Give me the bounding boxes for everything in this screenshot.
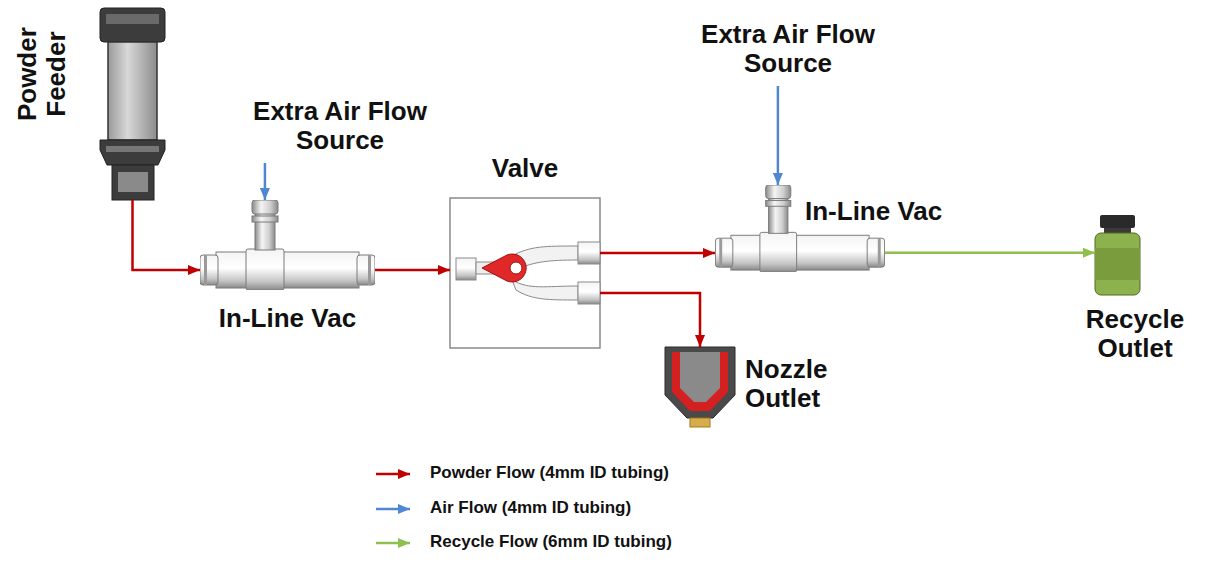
- flow-connector: [375, 269, 450, 272]
- flow-connector: [264, 163, 267, 200]
- node-label: Powder Feeder: [13, 4, 71, 144]
- legend-label: Air Flow (4mm ID tubing): [430, 498, 631, 518]
- inline-vac-illustration: [200, 200, 375, 290]
- flow-connector: [133, 200, 201, 270]
- bottle-body: [1095, 233, 1140, 295]
- legend-samples: [376, 474, 410, 543]
- legend-label: Powder Flow (4mm ID tubing): [430, 463, 669, 483]
- node-label: In-Line Vac: [805, 197, 1005, 226]
- feeder-flange-band: [106, 146, 159, 152]
- legend-air-arrow: [376, 508, 410, 511]
- node-label: Valve: [450, 154, 600, 183]
- inline-vac: In-Line Vac: [200, 200, 375, 290]
- flow-connector: [885, 251, 1095, 254]
- powder-feeder-illustration: [100, 8, 165, 200]
- inline-vac: In-Line Vac: [715, 185, 885, 272]
- node-label: In-Line Vac: [180, 304, 395, 333]
- nozzle-illustration: [665, 347, 735, 427]
- valve-rotor: [482, 254, 526, 282]
- node-label: Nozzle Outlet: [745, 355, 875, 413]
- feeder-cap: [100, 8, 165, 42]
- nozzle-tip: [690, 418, 710, 427]
- flow-connector: [600, 293, 700, 347]
- valve: Valve: [450, 198, 600, 348]
- recycle-outlet: Recycle Outlet: [1095, 215, 1140, 295]
- legend-powder-arrow: [376, 473, 410, 476]
- node-label: Recycle Outlet: [1055, 305, 1214, 363]
- bottle-label: [1095, 248, 1140, 280]
- nozzle-powder-channel: [672, 352, 728, 411]
- legend-recycle-arrow: [376, 542, 410, 545]
- bottle-cap: [1100, 215, 1135, 228]
- valve-housing: [450, 198, 600, 348]
- feeder-body: [108, 42, 157, 140]
- feeder-flange: [100, 140, 165, 165]
- nozzle-outlet: Nozzle Outlet: [665, 347, 735, 427]
- feeder-cap-band: [106, 14, 159, 24]
- feeder-neck-window: [118, 172, 148, 192]
- feeder-neck: [112, 165, 154, 200]
- flow-connector: [600, 252, 715, 255]
- node-label: Extra Air Flow Source: [245, 97, 435, 155]
- air-source-label: Extra Air Flow Source: [245, 97, 435, 163]
- nozzle-body: [665, 347, 735, 418]
- valve-outlet-fitting: [578, 242, 600, 264]
- legend-label: Recycle Flow (6mm ID tubing): [430, 532, 672, 552]
- valve-illustration: [450, 198, 600, 348]
- valve-outlet-fitting: [578, 282, 600, 304]
- nozzle-core: [680, 352, 720, 402]
- recycle-bottle-illustration: [1095, 215, 1140, 295]
- powder-feeder: Powder Feeder: [100, 8, 165, 200]
- node-label: Extra Air Flow Source: [688, 20, 888, 78]
- valve-lower-branch: [512, 280, 578, 300]
- valve-rotor-pin: [510, 262, 522, 274]
- flow-connector: [777, 86, 780, 185]
- air-source-label: Extra Air Flow Source: [688, 20, 888, 86]
- valve-inlet-fitting: [456, 258, 476, 280]
